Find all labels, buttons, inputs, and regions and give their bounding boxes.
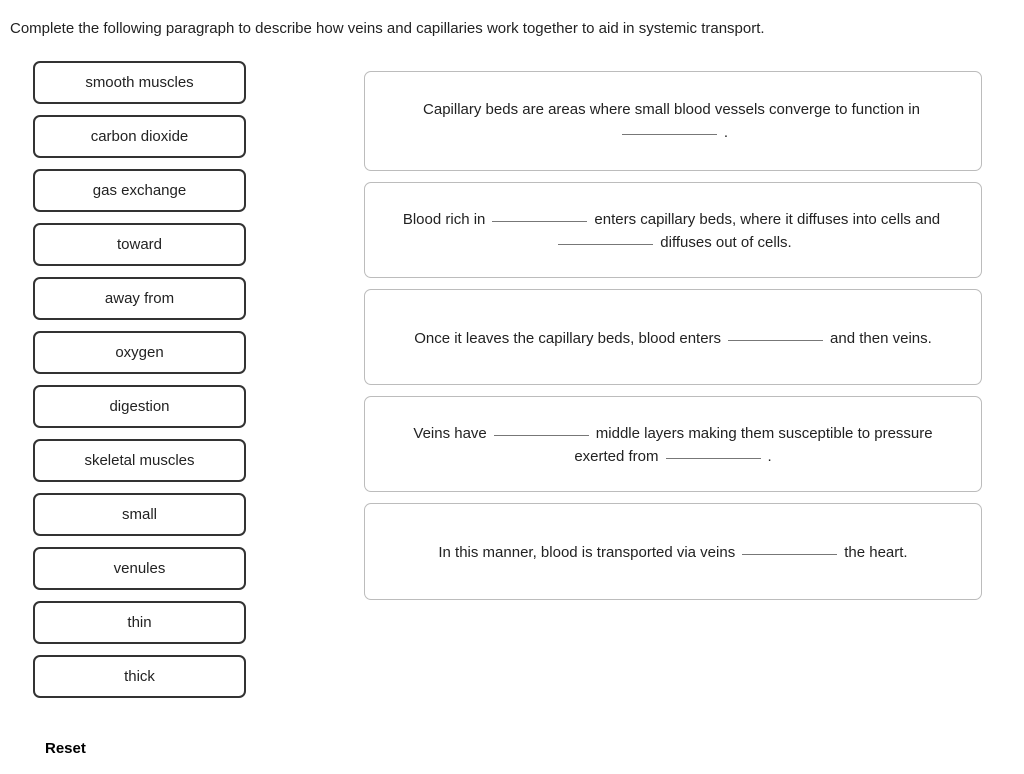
- word-chip[interactable]: toward: [33, 223, 246, 266]
- sentence-segment: enters capillary beds, where it diffuses…: [594, 211, 941, 228]
- answer-blank[interactable]: [558, 230, 654, 245]
- page-title: Complete the following paragraph to desc…: [10, 20, 765, 37]
- word-chip[interactable]: carbon dioxide: [33, 115, 246, 158]
- word-chip[interactable]: thin: [33, 601, 246, 644]
- answer-blank[interactable]: [492, 207, 588, 222]
- word-chip[interactable]: smooth muscles: [33, 61, 246, 104]
- answer-blank[interactable]: [728, 326, 824, 341]
- word-chip[interactable]: gas exchange: [33, 169, 246, 212]
- sentence-text: Blood rich in enters capillary beds, wher…: [387, 207, 959, 253]
- answer-blank[interactable]: [665, 444, 761, 459]
- word-chip[interactable]: small: [33, 493, 246, 536]
- sentence-segment: Once it leaves the capillary beds, blood…: [414, 329, 722, 347]
- answer-blank[interactable]: [493, 421, 589, 436]
- sentence-panel[interactable]: In this manner, blood is transported via…: [364, 503, 982, 600]
- sentence-segment: .: [767, 448, 772, 465]
- answer-blank[interactable]: [621, 120, 717, 135]
- sentence-segment: Blood rich in: [402, 211, 486, 228]
- sentence-segment: the heart.: [844, 544, 908, 561]
- word-bank: smooth muscles carbon dioxide gas exchan…: [33, 61, 246, 709]
- sentence-panel-list: Capillary beds are areas where small blo…: [364, 71, 982, 611]
- sentence-segment: middle layers making them susceptible to…: [574, 425, 933, 465]
- sentence-segment: Capillary beds are areas where small blo…: [423, 101, 920, 118]
- word-chip[interactable]: away from: [33, 277, 246, 320]
- sentence-panel[interactable]: Once it leaves the capillary beds, blood…: [364, 289, 982, 385]
- sentence-segment: .: [723, 124, 729, 141]
- sentence-text: Once it leaves the capillary beds, blood…: [414, 326, 932, 349]
- sentence-segment: In this manner, blood is transported via…: [438, 544, 736, 561]
- word-chip[interactable]: digestion: [33, 385, 246, 428]
- sentence-segment: Veins have: [413, 425, 487, 442]
- sentence-text: Capillary beds are areas where small blo…: [387, 99, 959, 143]
- sentence-text: Veins have middle layers making them susc…: [387, 421, 959, 467]
- answer-blank[interactable]: [742, 540, 838, 555]
- word-chip[interactable]: oxygen: [33, 331, 246, 374]
- sentence-segment: and then veins.: [830, 329, 932, 347]
- reset-button[interactable]: Reset: [45, 740, 86, 757]
- word-chip[interactable]: thick: [33, 655, 246, 698]
- sentence-text: In this manner, blood is transported via…: [438, 540, 907, 563]
- sentence-segment: diffuses out of cells.: [660, 234, 792, 251]
- sentence-panel[interactable]: Veins have middle layers making them susc…: [364, 396, 982, 492]
- word-chip[interactable]: skeletal muscles: [33, 439, 246, 482]
- sentence-panel[interactable]: Capillary beds are areas where small blo…: [364, 71, 982, 171]
- sentence-panel[interactable]: Blood rich in enters capillary beds, wher…: [364, 182, 982, 278]
- word-chip[interactable]: venules: [33, 547, 246, 590]
